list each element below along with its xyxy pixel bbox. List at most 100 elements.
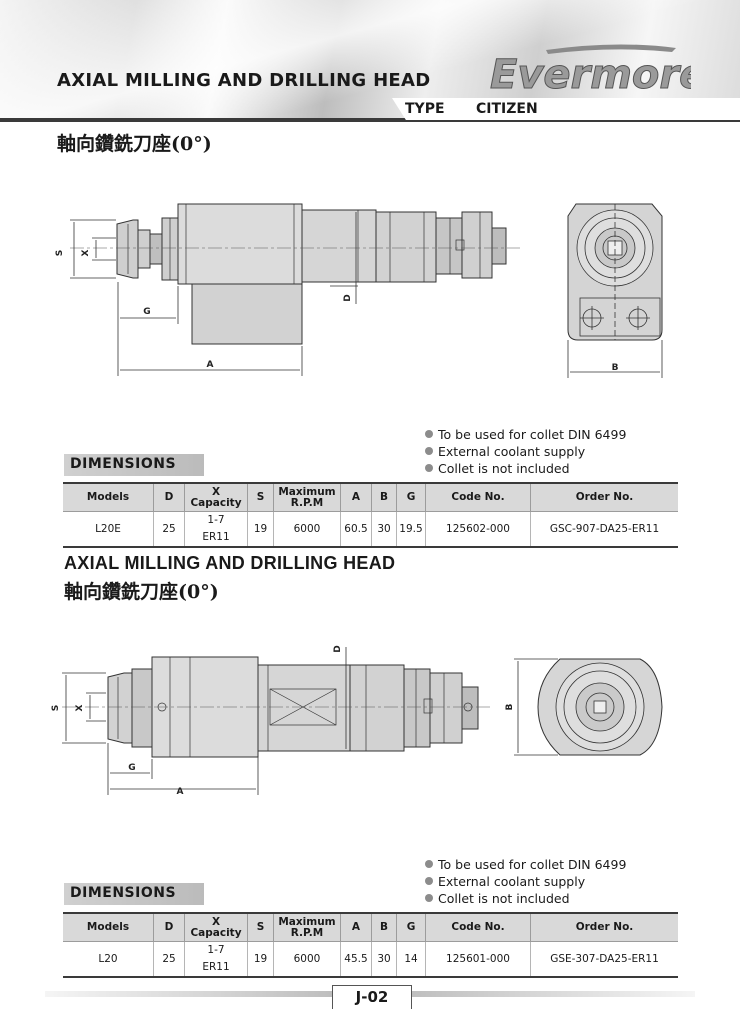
- type-value: CITIZEN: [476, 101, 538, 117]
- col-order: Order No.: [530, 483, 678, 512]
- dim-label-g: G: [143, 307, 150, 317]
- section2-chinese-title: 軸向鑽銑刀座(0°): [64, 581, 219, 603]
- body-lower: [191, 283, 303, 345]
- brand-name: Evermore: [490, 52, 691, 96]
- cell-s: 19: [247, 511, 274, 547]
- dim-label-x: X: [81, 249, 91, 256]
- cell-b: 30: [371, 941, 397, 977]
- col-code: Code No.: [425, 483, 531, 512]
- dimensions-label: DIMENSIONS: [70, 456, 177, 472]
- dim-label-a: A: [207, 360, 214, 370]
- drive-shank: [461, 686, 479, 730]
- note-item: To be used for collet DIN 6499: [425, 426, 626, 443]
- cell-b: 30: [371, 511, 397, 547]
- page-number: J-02: [355, 988, 389, 1006]
- dim-label-d: D: [343, 294, 353, 301]
- cell-d: 25: [153, 511, 185, 547]
- front-flange: [131, 668, 153, 748]
- cell-order: GSE-307-DA25-ER11: [530, 941, 678, 977]
- section1-chinese-title: 軸向鑽銑刀座(0°): [57, 133, 212, 155]
- cell-g: 19.5: [396, 511, 426, 547]
- cell-a: 45.5: [340, 941, 372, 977]
- brand-logo: Evermore: [490, 44, 691, 96]
- col-g: G: [396, 913, 426, 942]
- dim-label-x: X: [75, 704, 85, 711]
- col-a: A: [340, 483, 372, 512]
- col-b: B: [371, 913, 397, 942]
- col-code: Code No.: [425, 913, 531, 942]
- note-item: Collet is not included: [425, 460, 626, 477]
- col-models: Models: [63, 913, 154, 942]
- dim-label-s: S: [55, 250, 65, 256]
- cell-code: 125601-000: [425, 941, 531, 977]
- col-a: A: [340, 913, 372, 942]
- cell-order: GSC-907-DA25-ER11: [530, 511, 678, 547]
- rear-cap: [461, 211, 493, 279]
- logo-swoosh: [546, 44, 676, 54]
- cell-a: 60.5: [340, 511, 372, 547]
- col-models: Models: [63, 483, 154, 512]
- drive-shank: [491, 227, 507, 265]
- collet-spacer: [149, 233, 163, 265]
- cell-models: L20E: [95, 522, 121, 535]
- note-item: External coolant supply: [425, 443, 626, 460]
- body-upper: [177, 203, 303, 285]
- col-s: S: [247, 913, 274, 942]
- dim-label-a: A: [177, 787, 184, 797]
- section1-notes: To be used for collet DIN 6499 External …: [425, 426, 626, 477]
- col-order: Order No.: [530, 913, 678, 942]
- dim-label-s: S: [51, 705, 61, 711]
- body-rear: [349, 664, 405, 752]
- page-title: AXIAL MILLING AND DRILLING HEAD: [57, 70, 431, 91]
- rear-block: [435, 217, 463, 275]
- col-g: G: [396, 483, 426, 512]
- section2-notes: To be used for collet DIN 6499 External …: [425, 856, 626, 907]
- collet-neck: [137, 229, 151, 269]
- cell-d: 25: [153, 941, 185, 977]
- col-d: D: [153, 483, 185, 512]
- section2-english-title: AXIAL MILLING AND DRILLING HEAD: [64, 553, 396, 573]
- collet-nut: [116, 219, 139, 279]
- cell-code: 125602-000: [425, 511, 531, 547]
- page-number-tab: [332, 985, 412, 1009]
- note-item: To be used for collet DIN 6499: [425, 856, 626, 873]
- cell-s: 19: [247, 941, 274, 977]
- col-s: S: [247, 483, 274, 512]
- col-d: D: [153, 913, 185, 942]
- cell-rpm: 6000: [273, 511, 341, 547]
- collet-nut: [107, 672, 133, 744]
- type-label: TYPE: [405, 101, 445, 117]
- dim-label-d: D: [333, 645, 343, 652]
- cell-g: 14: [396, 941, 426, 977]
- rear-cap: [429, 672, 463, 744]
- dim-label-b: B: [612, 363, 619, 373]
- type-tab: [392, 98, 740, 120]
- col-b: B: [371, 483, 397, 512]
- body-mid: [257, 664, 351, 752]
- note-item: Collet is not included: [425, 890, 626, 907]
- header-divider: [0, 118, 740, 122]
- section2-dimensions-tag: DIMENSIONS: [64, 883, 204, 905]
- section2-drawing: S X G A D B: [51, 645, 663, 797]
- note-item: External coolant supply: [425, 873, 626, 890]
- dimensions-label: DIMENSIONS: [70, 885, 177, 901]
- dim-label-b: B: [505, 703, 515, 710]
- section1-drawing: S X G A D B: [55, 203, 663, 378]
- dim-label-g: G: [128, 763, 135, 773]
- cell-rpm: 6000: [273, 941, 341, 977]
- body-mid: [301, 209, 377, 283]
- section1-dimensions-tag: DIMENSIONS: [64, 454, 204, 476]
- cell-models: L20: [98, 952, 118, 965]
